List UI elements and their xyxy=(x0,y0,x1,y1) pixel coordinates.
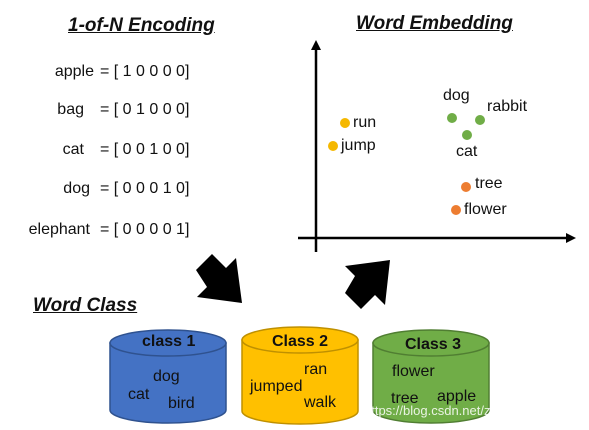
watermark: https://blog.csdn.net/zn961018 xyxy=(364,403,542,418)
class-1-word: dog xyxy=(153,368,180,385)
arrow-down-right-icon xyxy=(196,254,242,303)
point-tree xyxy=(461,182,471,192)
encoding-word: cat xyxy=(62,141,84,158)
encoding-word: apple xyxy=(54,63,94,80)
point-run xyxy=(340,118,350,128)
encoding-word: dog xyxy=(63,180,90,197)
encoding-row-apple: apple = [ 1 0 0 0 0] xyxy=(0,63,250,83)
class-1-word: cat xyxy=(128,386,150,403)
point-jump xyxy=(328,141,338,151)
point-rabbit xyxy=(475,115,485,125)
embedding-title: Word Embedding xyxy=(356,13,513,34)
point-label-run: run xyxy=(353,114,377,131)
encoding-vector: = [ 0 0 1 0 0] xyxy=(100,141,190,158)
class-2-word: ran xyxy=(304,361,328,378)
word-class-title: Word Class xyxy=(33,295,138,316)
point-label-tree: tree xyxy=(475,175,503,192)
point-cat xyxy=(462,130,472,140)
point-label-rabbit: rabbit xyxy=(487,98,528,115)
encoding-row-elephant: elephant = [ 0 0 0 0 1] xyxy=(0,221,250,241)
arrow-up-right-icon xyxy=(345,260,390,309)
encoding-vector: = [ 1 0 0 0 0] xyxy=(100,63,190,80)
encoding-row-dog: dog = [ 0 0 0 1 0] xyxy=(0,180,250,200)
point-label-dog: dog xyxy=(443,87,470,104)
encoding-title: 1-of-N Encoding xyxy=(68,15,215,36)
point-label-cat: cat xyxy=(456,143,478,160)
class-1-word: bird xyxy=(168,395,195,412)
encoding-row-bag: bag = [ 0 1 0 0 0] xyxy=(0,101,250,121)
point-label-flower: flower xyxy=(464,201,507,218)
encoding-vector: = [ 0 1 0 0 0] xyxy=(100,101,190,118)
class-3-word: tree xyxy=(391,390,419,407)
point-dog xyxy=(447,113,457,123)
cylinder-class-2 xyxy=(241,326,359,425)
encoding-row-cat: cat = [ 0 0 1 0 0] xyxy=(0,141,250,161)
class-2-word: jumped xyxy=(250,378,303,395)
encoding-word: elephant xyxy=(28,221,90,238)
point-label-jump: jump xyxy=(341,137,376,154)
class-3-word: flower xyxy=(392,363,435,380)
encoding-vector: = [ 0 0 0 0 1] xyxy=(100,221,190,238)
encoding-word: bag xyxy=(57,101,84,118)
embedding-axes xyxy=(298,40,576,252)
class-1-title: class 1 xyxy=(142,333,196,350)
class-2-word: walk xyxy=(304,394,337,411)
encoding-vector: = [ 0 0 0 1 0] xyxy=(100,180,190,197)
cylinder-class-3 xyxy=(372,329,490,424)
class-2-title: Class 2 xyxy=(272,333,329,350)
point-flower xyxy=(451,205,461,215)
cylinder-class-1 xyxy=(109,329,227,424)
class-3-title: Class 3 xyxy=(405,336,462,353)
class-3-word: apple xyxy=(437,388,477,405)
